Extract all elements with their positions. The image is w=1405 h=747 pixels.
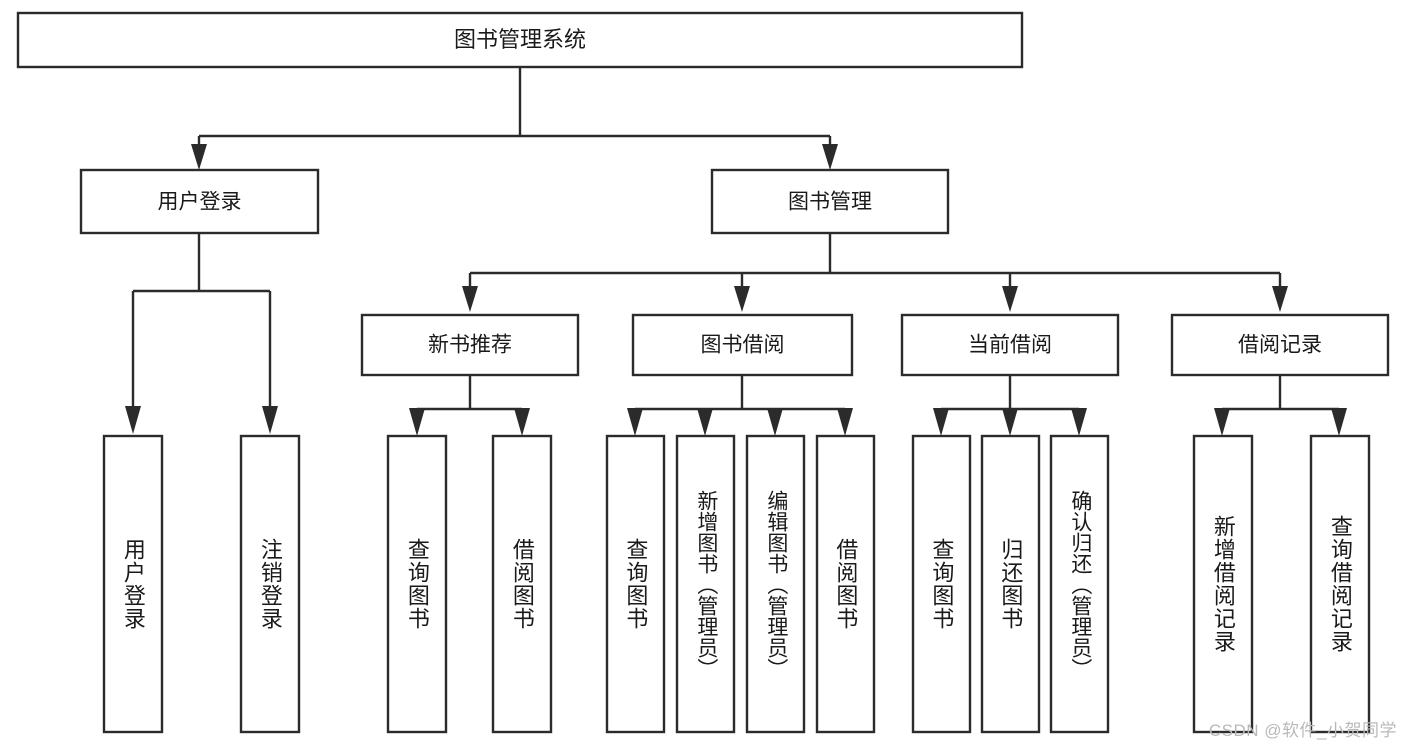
arrow-head-icon [1272,286,1288,312]
node-root-label: 图书管理系统 [454,27,586,52]
arrow-head-icon [1214,408,1230,436]
arrow-head-icon [191,144,207,170]
leaf-box[interactable] [491,434,553,734]
arrow-head-icon [409,408,425,436]
leaf-box[interactable] [239,434,301,734]
node-new-book-box[interactable] [360,313,580,377]
arrow-head-icon [734,286,750,312]
leaf-box[interactable] [386,434,448,734]
arrow-head-icon [822,144,838,170]
node-current-borrow-box[interactable] [900,313,1120,377]
arrow-head-icon [933,408,949,436]
leaf-box[interactable] [911,434,972,734]
leaf-box[interactable] [1192,434,1254,734]
leaf-box[interactable] [980,434,1041,734]
csdn-watermark: CSDN @软件_小贺同学 [1208,721,1397,740]
arrow-head-icon [1002,408,1018,436]
arrow-head-icon [462,286,478,312]
arrow-head-icon [125,406,141,434]
node-root-box[interactable] [16,11,1024,69]
node-borrow-record-label: 借阅记录 [1238,334,1322,357]
node-book-manage-box[interactable] [710,168,950,235]
node-user-login-label: 用户登录 [158,191,242,214]
leaf-box[interactable] [1309,434,1371,734]
leaf-box[interactable] [1049,434,1110,734]
leaf-box[interactable] [815,434,876,734]
leaf-box[interactable] [605,434,666,734]
arrow-head-icon [262,406,278,434]
node-borrow-record-box[interactable] [1170,313,1390,377]
arrow-head-icon [1002,286,1018,312]
leaf-box[interactable] [745,434,806,734]
arrow-head-icon [514,408,530,436]
node-book-borrow-label: 图书借阅 [701,334,785,357]
leaf-box[interactable] [675,434,736,734]
node-book-borrow-box[interactable] [631,313,854,377]
arrow-head-icon [837,408,853,436]
arrow-head-icon [627,408,643,436]
node-book-manage-label: 图书管理 [788,191,872,214]
node-new-book-label: 新书推荐 [428,334,512,357]
node-current-borrow-label: 当前借阅 [968,334,1052,357]
connectors-layer [125,67,1347,436]
arrow-head-icon [697,408,713,436]
leaf-box[interactable] [102,434,164,734]
arrow-head-icon [1331,408,1347,436]
arrow-head-icon [767,408,783,436]
arrow-head-icon [1071,408,1087,436]
nodes-layer: 图书管理系统 用户登录 图书管理 新书推荐 图书借阅 当前借阅 借阅记录 [16,11,1390,734]
node-user-login-box[interactable] [79,168,320,235]
